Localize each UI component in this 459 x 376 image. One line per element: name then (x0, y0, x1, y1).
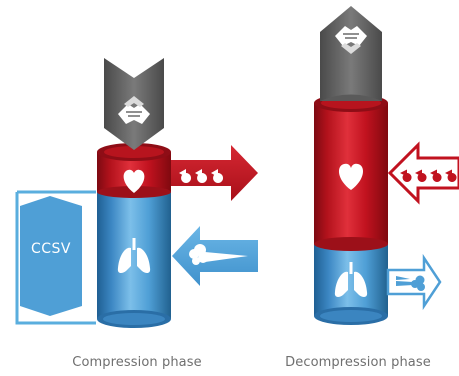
ccsv-label: CCSV (31, 241, 71, 257)
air-in-arrow (386, 253, 442, 311)
decompression-phase-caption: Decompression phase (285, 355, 431, 370)
heart-icon (338, 163, 364, 190)
ccsv-device: CCSV (15, 190, 96, 325)
compression-down-arrow (104, 58, 164, 150)
air-puff-icon (189, 244, 248, 265)
clasped-hands-icon (118, 96, 150, 124)
clasped-hands-icon (335, 26, 367, 54)
air-puff-icon (396, 275, 425, 291)
compression-cylinder (97, 143, 171, 328)
lungs-icon (334, 262, 368, 297)
compression-phase-caption: Compression phase (72, 355, 202, 370)
lungs-icon (117, 238, 151, 273)
decompression-cylinder (314, 94, 388, 325)
decompression-up-arrow (320, 6, 382, 101)
decompression-phase (314, 6, 459, 325)
blood-drops-icon (179, 169, 224, 183)
compression-phase: CCSV (15, 58, 258, 328)
heart-icon (123, 169, 145, 193)
air-out-arrow (172, 226, 258, 286)
ccsv-badge (20, 196, 82, 316)
blood-in-arrow (387, 141, 459, 205)
blood-out-arrow (171, 145, 258, 201)
blood-drops-icon (400, 169, 457, 182)
